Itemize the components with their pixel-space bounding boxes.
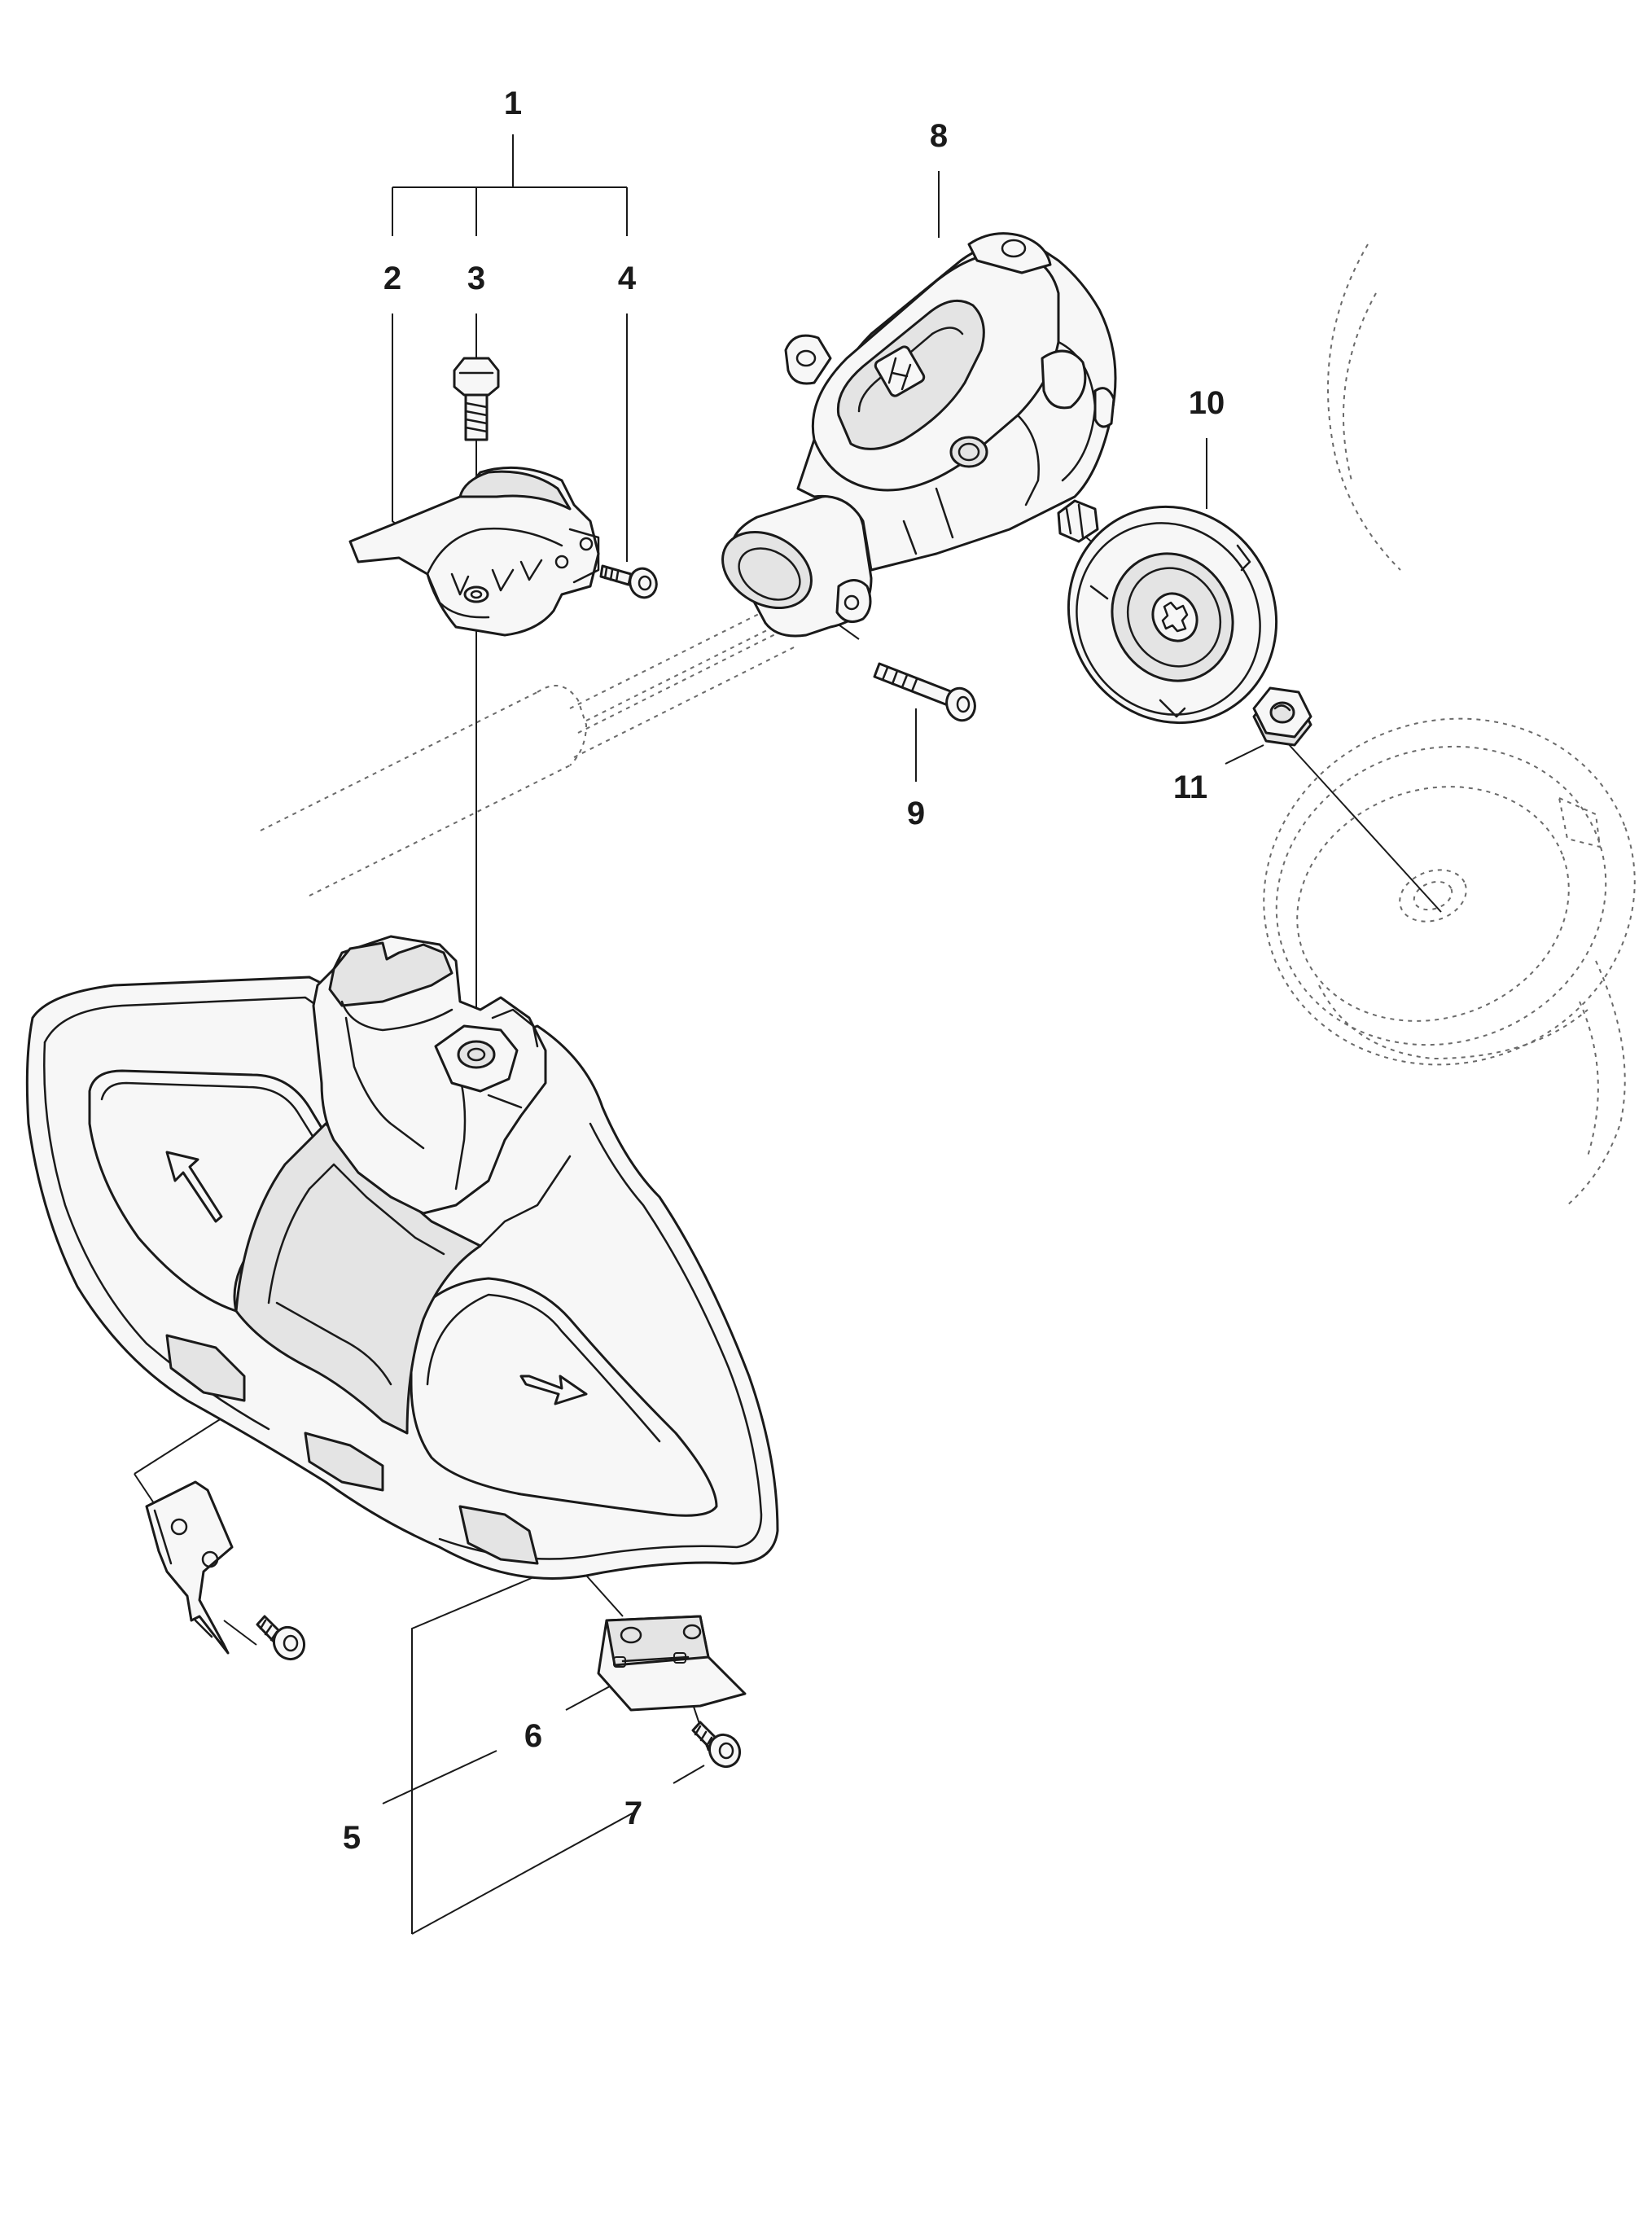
arrow-icon xyxy=(519,1375,588,1405)
callout-1: 1 xyxy=(504,86,522,121)
clamp-bracket-part-2 xyxy=(348,466,600,637)
callout-9: 9 xyxy=(907,796,925,831)
nut-part-11 xyxy=(1252,686,1312,747)
ghost-trimmer-head xyxy=(1263,243,1636,1206)
callout-4: 4 xyxy=(618,261,637,296)
line-cutter-knife-left xyxy=(145,1480,234,1655)
screw-part-9 xyxy=(873,662,976,722)
husqvarna-crown-logo xyxy=(874,345,926,397)
bolt-part-3 xyxy=(453,357,500,441)
callout-5: 5 xyxy=(343,1820,361,1856)
callout-6: 6 xyxy=(524,1718,542,1754)
callout-7: 7 xyxy=(624,1796,642,1831)
gear-housing-part-8 xyxy=(721,232,1117,638)
screw-part-7 xyxy=(691,1721,742,1769)
callout-labels: 1 2 3 4 8 10 9 11 6 5 7 xyxy=(343,86,1225,1856)
callout-10: 10 xyxy=(1189,385,1225,421)
screw-part-4 xyxy=(599,564,658,599)
callout-8: 8 xyxy=(930,118,948,154)
callout-3: 3 xyxy=(467,261,485,296)
callout-2: 2 xyxy=(383,261,401,296)
ghost-drive-shaft xyxy=(260,602,795,897)
screw-knife-left xyxy=(256,1615,306,1661)
callout-11: 11 xyxy=(1173,770,1207,805)
line-cutter-knife-part-6 xyxy=(597,1615,747,1712)
grass-guard-shield xyxy=(25,935,779,1580)
drive-disc-part-10 xyxy=(1067,505,1278,725)
arrow-icon xyxy=(165,1151,223,1223)
